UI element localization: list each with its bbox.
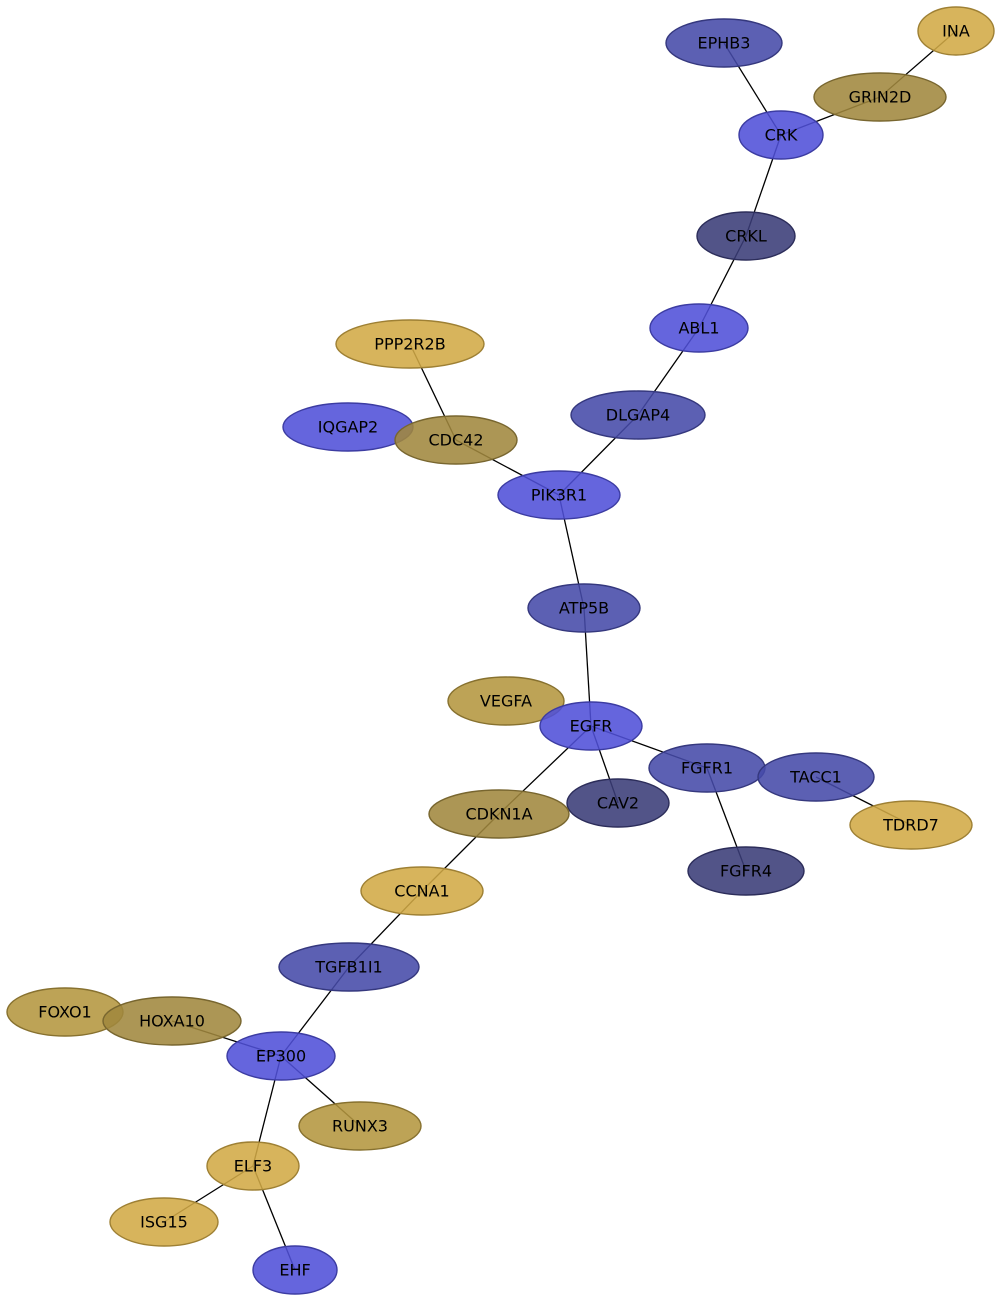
node-ellipse xyxy=(298,1101,422,1151)
node-ellipse xyxy=(757,752,875,802)
node-label: CDKN1A xyxy=(465,805,532,824)
node-label: VEGFA xyxy=(480,692,532,711)
node-label: RUNX3 xyxy=(332,1117,388,1136)
node-fgfr1[interactable]: FGFR1 xyxy=(648,743,766,793)
node-ellipse xyxy=(360,866,484,916)
node-ellipse xyxy=(447,676,565,726)
node-ellipse xyxy=(497,470,621,520)
node-ellipse xyxy=(278,942,420,992)
node-ellipse xyxy=(917,6,995,56)
node-pik3r1[interactable]: PIK3R1 xyxy=(497,470,621,520)
node-ellipse xyxy=(428,789,570,839)
node-label: DLGAP4 xyxy=(606,406,670,425)
node-label: INA xyxy=(942,22,970,41)
node-ellipse xyxy=(539,701,643,751)
node-label: HOXA10 xyxy=(139,1012,205,1031)
node-tdrd7[interactable]: TDRD7 xyxy=(849,800,973,850)
node-label: FGFR1 xyxy=(681,759,733,778)
node-ellipse xyxy=(665,18,783,68)
node-label: EGFR xyxy=(570,717,613,736)
node-ep300[interactable]: EP300 xyxy=(226,1031,336,1081)
node-label: IQGAP2 xyxy=(318,418,378,437)
node-label: TACC1 xyxy=(789,768,842,787)
node-vegfa[interactable]: VEGFA xyxy=(447,676,565,726)
node-label: PPP2R2B xyxy=(374,335,445,354)
node-ellipse xyxy=(252,1245,338,1295)
node-ellipse xyxy=(566,778,670,828)
node-crk[interactable]: CRK xyxy=(738,110,824,160)
node-ehf[interactable]: EHF xyxy=(252,1245,338,1295)
node-ppp2r2b[interactable]: PPP2R2B xyxy=(335,319,485,369)
node-cav2[interactable]: CAV2 xyxy=(566,778,670,828)
node-atp5b[interactable]: ATP5B xyxy=(527,583,641,633)
node-ellipse xyxy=(394,415,518,465)
node-ellipse xyxy=(849,800,973,850)
node-label: CAV2 xyxy=(597,794,639,813)
node-ephb3[interactable]: EPHB3 xyxy=(665,18,783,68)
node-runx3[interactable]: RUNX3 xyxy=(298,1101,422,1151)
node-label: EHF xyxy=(279,1261,310,1280)
node-iqgap2[interactable]: IQGAP2 xyxy=(282,402,414,452)
node-tgfb1i1[interactable]: TGFB1I1 xyxy=(278,942,420,992)
node-hoxa10[interactable]: HOXA10 xyxy=(102,996,242,1046)
node-egfr[interactable]: EGFR xyxy=(539,701,643,751)
node-label: FGFR4 xyxy=(720,862,772,881)
node-label: FOXO1 xyxy=(38,1003,91,1022)
node-ellipse xyxy=(226,1031,336,1081)
node-abl1[interactable]: ABL1 xyxy=(649,303,749,353)
node-label: CDC42 xyxy=(428,431,483,450)
node-ellipse xyxy=(109,1197,219,1247)
node-ellipse xyxy=(813,72,947,122)
node-ellipse xyxy=(687,846,805,896)
node-label: EP300 xyxy=(256,1047,306,1066)
node-label: GRIN2D xyxy=(849,88,912,107)
node-crkl[interactable]: CRKL xyxy=(696,211,796,261)
edge-layer xyxy=(163,30,957,1271)
node-ccna1[interactable]: CCNA1 xyxy=(360,866,484,916)
node-ellipse xyxy=(102,996,242,1046)
node-label: ISG15 xyxy=(140,1213,188,1232)
node-ellipse xyxy=(570,390,706,440)
node-fgfr4[interactable]: FGFR4 xyxy=(687,846,805,896)
node-label: ATP5B xyxy=(559,599,609,618)
node-label: TDRD7 xyxy=(882,816,939,835)
node-label: CCNA1 xyxy=(394,882,449,901)
node-label: ABL1 xyxy=(678,319,719,338)
node-label: CRKL xyxy=(725,227,767,246)
node-ellipse xyxy=(696,211,796,261)
node-ina[interactable]: INA xyxy=(917,6,995,56)
node-ellipse xyxy=(527,583,641,633)
node-label: TGFB1I1 xyxy=(314,958,382,977)
node-cdc42[interactable]: CDC42 xyxy=(394,415,518,465)
node-elf3[interactable]: ELF3 xyxy=(206,1141,300,1191)
node-tacc1[interactable]: TACC1 xyxy=(757,752,875,802)
node-ellipse xyxy=(335,319,485,369)
node-dlgap4[interactable]: DLGAP4 xyxy=(570,390,706,440)
node-ellipse xyxy=(649,303,749,353)
node-label: ELF3 xyxy=(234,1157,272,1176)
node-cdkn1a[interactable]: CDKN1A xyxy=(428,789,570,839)
node-ellipse xyxy=(206,1141,300,1191)
node-label: CRK xyxy=(765,126,798,145)
node-isg15[interactable]: ISG15 xyxy=(109,1197,219,1247)
node-grin2d[interactable]: GRIN2D xyxy=(813,72,947,122)
node-label: PIK3R1 xyxy=(531,486,587,505)
node-ellipse xyxy=(738,110,824,160)
node-foxo1[interactable]: FOXO1 xyxy=(6,987,124,1037)
node-label: EPHB3 xyxy=(698,34,751,53)
